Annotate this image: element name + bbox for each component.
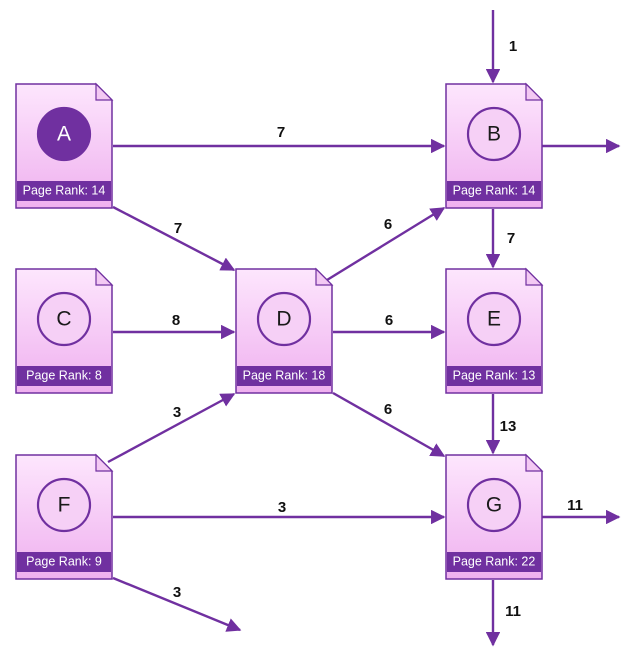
link-in-to-B: 1 [485,10,517,84]
link-weight-label: 1 [509,38,517,55]
page-fold-corner [525,267,544,286]
link-A-to-B: 7 [113,124,446,154]
page-id-circle [36,477,92,533]
page-id-circle [36,106,92,162]
link-B-to-E: 7 [485,209,515,269]
page-id-circle [36,291,92,347]
page-fold-corner [95,453,114,472]
page-rank-label: Page Rank: 14 [453,183,536,197]
page-node-g: Page Rank: 22 G [445,453,544,580]
page-fold-corner [315,267,334,286]
page-rank-label: Page Rank: 13 [453,368,536,382]
link-weight-label: 8 [172,312,180,329]
page-id-letter: D [276,308,291,331]
page-node-e: Page Rank: 13 E [445,267,544,394]
link-weight-label: 7 [174,220,182,237]
link-arrow [326,206,446,282]
links-layer: 1 7 7 7 8 6 6 6 13 3 3 3 11 11 [107,10,621,647]
page-rank-band [17,181,111,201]
link-weight-label: 7 [277,124,285,141]
page-rank-label: Page Rank: 9 [26,554,102,568]
link-D-to-E: 6 [333,312,446,340]
link-F-to-G: 3 [113,499,446,525]
link-C-to-D: 8 [113,312,236,340]
link-D-to-B: 6 [326,206,446,282]
page-rank-label: Page Rank: 14 [23,183,106,197]
link-weight-label: 13 [500,418,517,435]
page-node-a: Page Rank: 14 A [15,82,114,209]
link-G-to-out: 11 [542,497,621,525]
link-weight-label: 3 [278,499,286,516]
page-rank-label: Page Rank: 18 [243,368,326,382]
page-id-circle [466,291,522,347]
page-id-letter: E [487,308,501,331]
page-rank-band [237,366,331,386]
page-rank-band [17,366,111,386]
link-weight-label: 3 [173,404,181,421]
link-weight-label: 3 [173,584,181,601]
page-fold-corner [95,82,114,101]
link-weight-label: 6 [384,216,392,233]
link-D-to-G: 6 [332,391,446,458]
page-id-letter: A [57,123,71,146]
link-weight-label: 6 [385,312,393,329]
page-node-f: Page Rank: 9 F [15,453,114,580]
page-id-circle [256,291,312,347]
page-id-circle [466,477,522,533]
link-F-to-out: 3 [112,576,242,632]
link-E-to-G: 13 [485,394,517,455]
page-node-c: Page Rank: 8 C [15,267,114,394]
page-fold-corner [95,267,114,286]
page-id-letter: G [486,494,502,517]
link-arrow [332,391,446,458]
page-node-b: Page Rank: 14 B [445,82,544,209]
page-fold-corner [525,453,544,472]
page-rank-band [447,552,541,572]
link-weight-label: 6 [384,401,392,418]
page-rank-band [447,181,541,201]
link-weight-label: 11 [567,497,583,514]
page-rank-label: Page Rank: 22 [453,554,536,568]
link-weight-label: 7 [507,230,515,247]
page-id-letter: F [58,494,71,517]
page-rank-band [447,366,541,386]
link-weight-label: 11 [505,603,521,620]
pages-layer: Page Rank: 14 A Page Rank: 14 B Page Rank: 8… [15,82,544,580]
link-arrow [112,576,242,632]
page-id-letter: B [487,123,501,146]
page-fold-corner [525,82,544,101]
link-F-to-D: 3 [107,392,236,464]
page-rank-label: Page Rank: 8 [26,368,102,382]
page-id-circle [466,106,522,162]
link-arrow [107,392,236,464]
link-arrow [112,205,236,272]
link-G-to-out: 11 [485,580,521,647]
page-node-d: Page Rank: 18 D [235,267,334,394]
link-A-to-D: 7 [112,205,236,272]
page-id-letter: C [56,308,71,331]
page-rank-band [17,552,111,572]
